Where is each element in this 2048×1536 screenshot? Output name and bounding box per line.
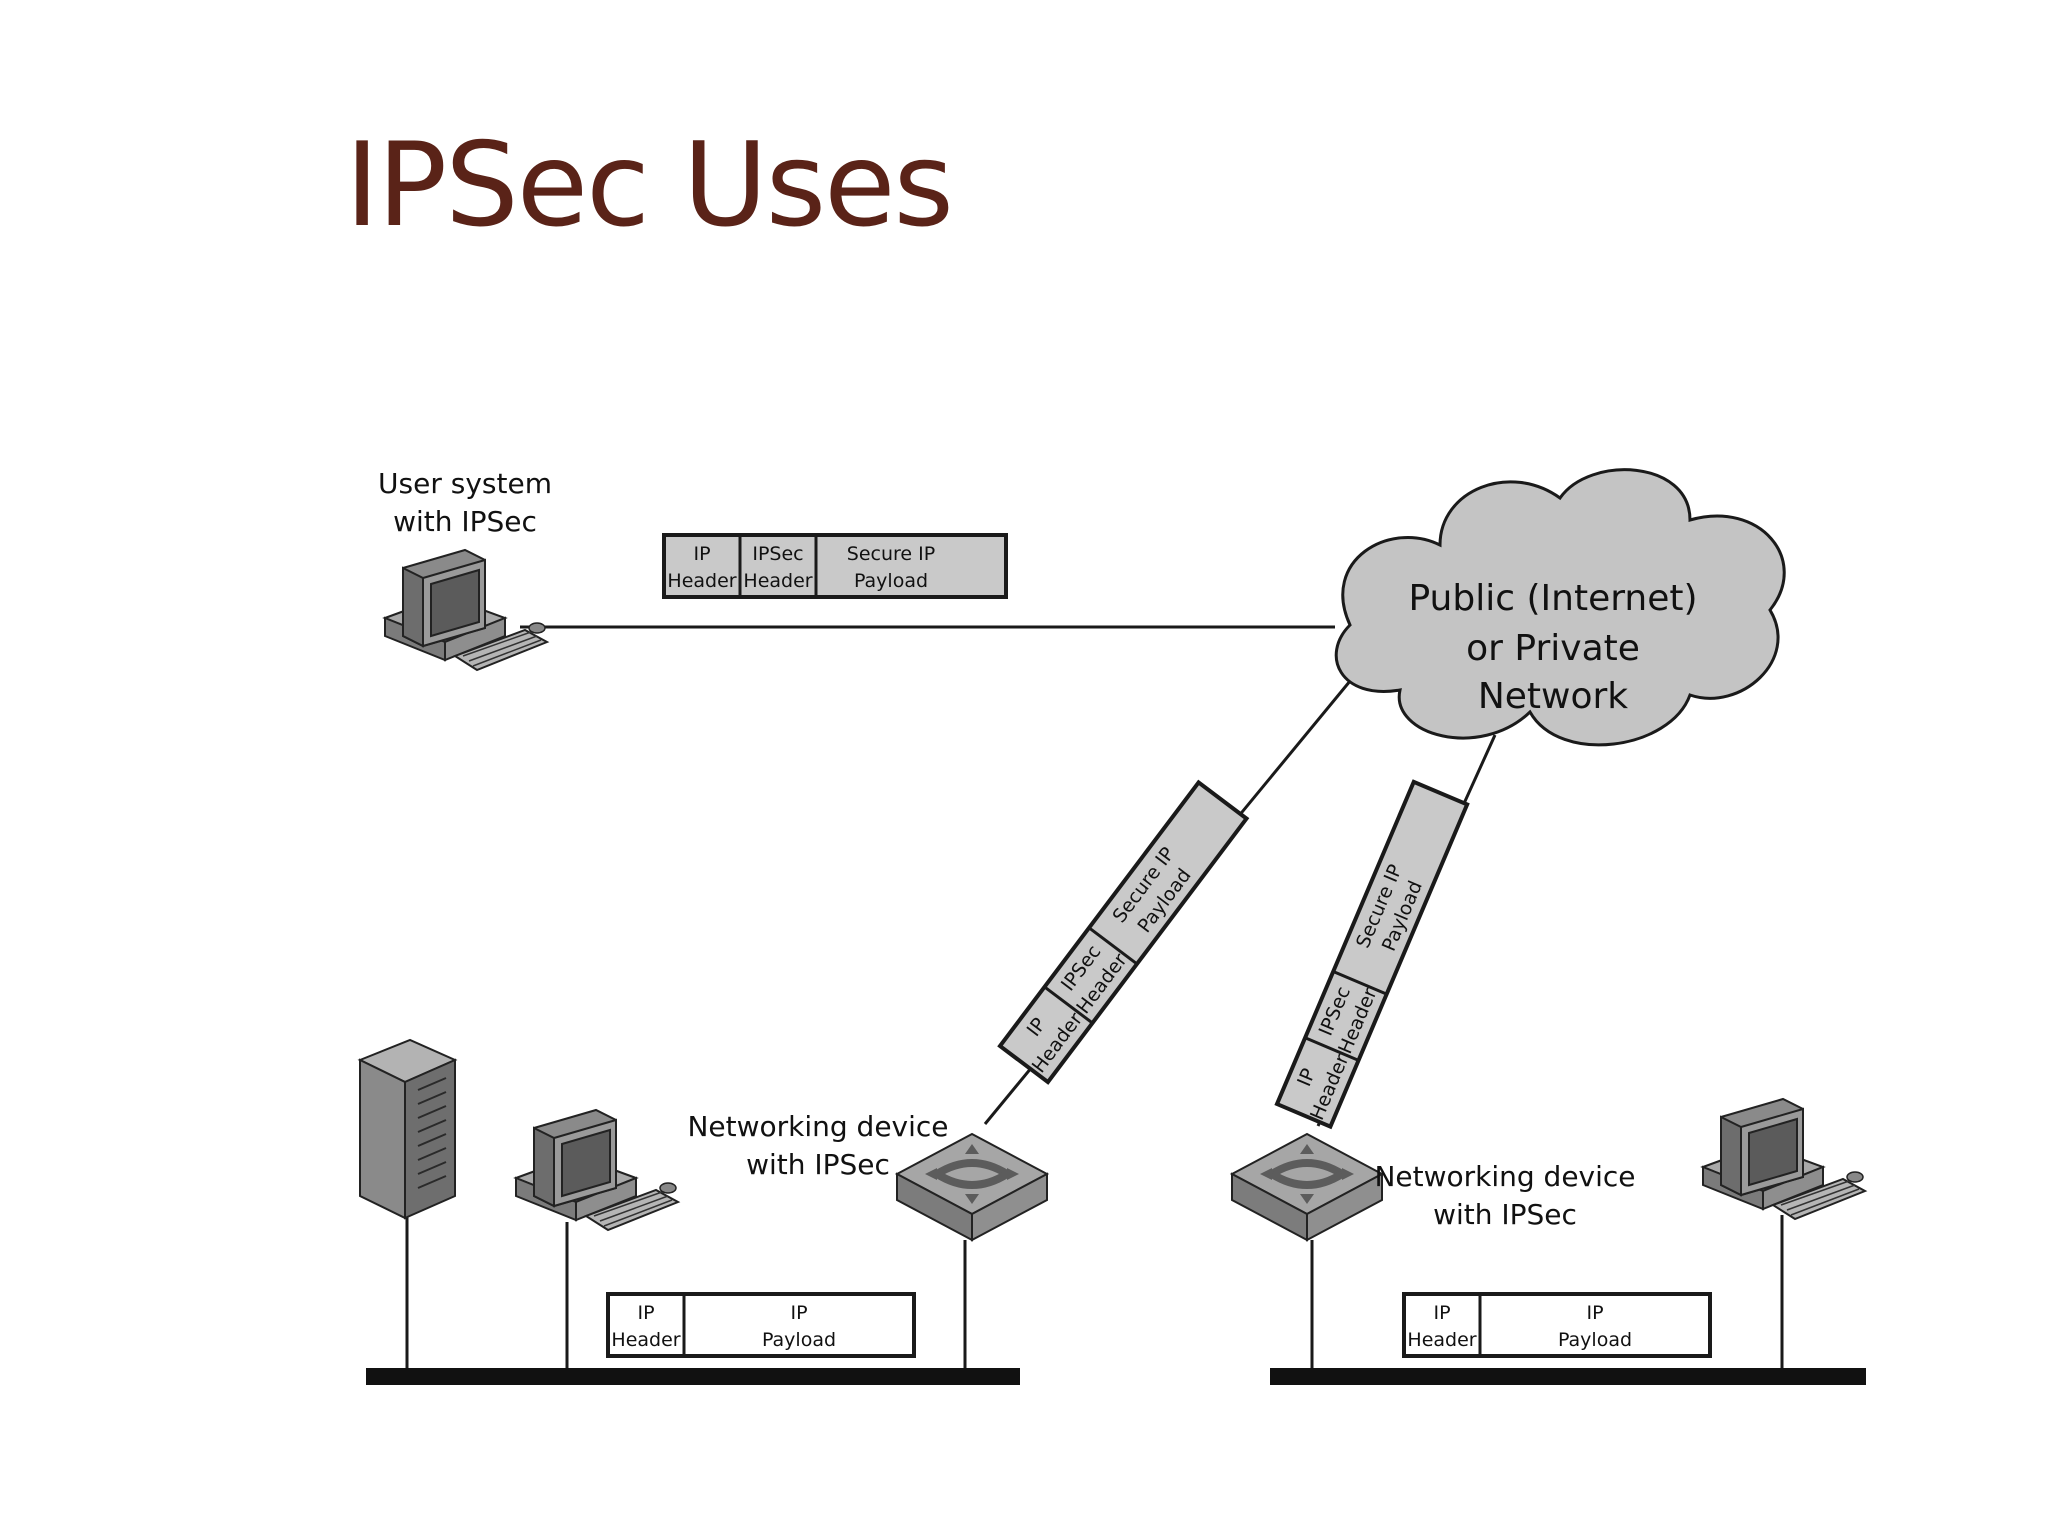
plain-left-ip-header-l2: Header xyxy=(611,1329,680,1351)
right-networking-device: Networking device with IPSec xyxy=(1232,1134,1636,1240)
left-device-label-line2: with IPSec xyxy=(746,1148,890,1181)
plain-right-payload-l1: IP xyxy=(1586,1302,1603,1324)
slide-title: IPSec Uses xyxy=(345,118,954,253)
plain-right-ip-header-l2: Header xyxy=(1407,1329,1476,1351)
packet-top-ip-header-l2: Header xyxy=(667,570,736,592)
lan-bar-left xyxy=(366,1368,1020,1385)
cloud-label-line3: Network xyxy=(1478,676,1628,717)
server-icon xyxy=(357,1038,458,1220)
right-device-label-line2: with IPSec xyxy=(1433,1198,1577,1231)
packet-top-payload-l1: Secure IP xyxy=(847,543,935,565)
secure-packet-top: IP Header IPSec Header Secure IP Payload xyxy=(662,533,1008,599)
plain-left-payload-l1: IP xyxy=(790,1302,807,1324)
right-router-icon xyxy=(1232,1134,1382,1240)
plain-packet-left: IP Header IP Payload xyxy=(606,1292,916,1358)
secure-packet-diagonal-right: IP Header IPSec Header Secure IP Payload xyxy=(1274,779,1470,1130)
left-networking-device: Networking device with IPSec xyxy=(687,1110,1047,1240)
plain-left-payload-l2: Payload xyxy=(762,1329,836,1351)
right-lan-pc-icon xyxy=(1702,1098,1866,1220)
left-lan-pc-icon xyxy=(515,1109,679,1231)
packet-top-payload-l2: Payload xyxy=(854,570,928,592)
plain-left-ip-header-l1: IP xyxy=(637,1302,654,1324)
secure-packet-diagonal-left: IP Header IPSec Header Secure IP Payload xyxy=(997,779,1250,1085)
packet-top-ip-header-l1: IP xyxy=(693,543,710,565)
left-device-label-line1: Networking device xyxy=(687,1110,948,1143)
user-system-label-line2: with IPSec xyxy=(393,505,537,538)
cloud-label-line1: Public (Internet) xyxy=(1408,578,1697,619)
left-router-icon xyxy=(897,1134,1047,1240)
plain-right-ip-header-l1: IP xyxy=(1433,1302,1450,1324)
right-device-label-line1: Networking device xyxy=(1374,1160,1635,1193)
packet-top-ipsec-header-l2: Header xyxy=(743,570,812,592)
user-system-label-line1: User system xyxy=(378,467,552,500)
cloud-network: Public (Internet) or Private Network xyxy=(1334,468,1786,747)
cloud-label-line2: or Private xyxy=(1466,628,1640,669)
packet-top-ipsec-header-l1: IPSec xyxy=(752,543,803,565)
user-system: User system with IPSec xyxy=(378,467,552,671)
user-pc-icon xyxy=(384,549,548,671)
plain-right-payload-l2: Payload xyxy=(1558,1329,1632,1351)
plain-packet-right: IP Header IP Payload xyxy=(1402,1292,1712,1358)
lan-bar-right xyxy=(1270,1368,1866,1385)
